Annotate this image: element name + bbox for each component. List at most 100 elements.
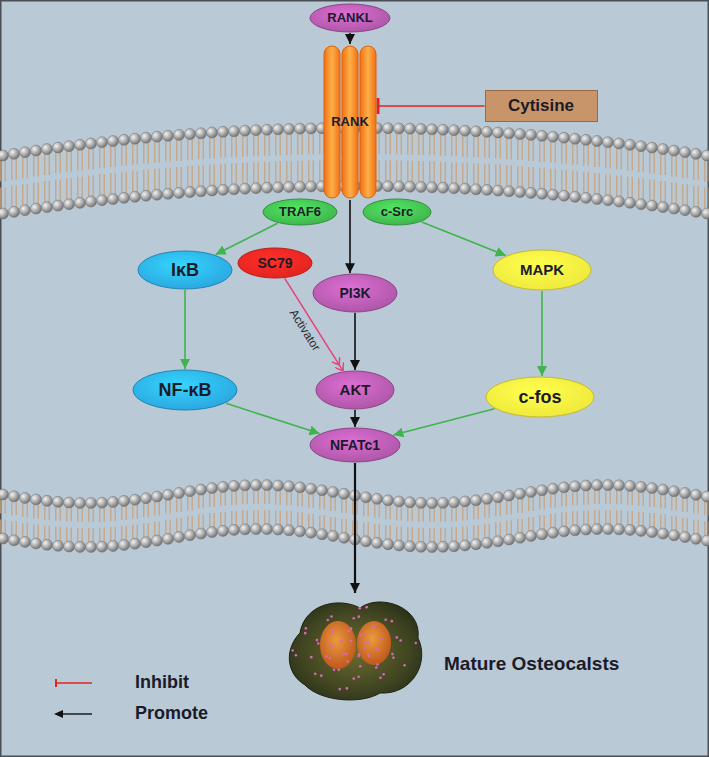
lipid-tail <box>236 511 237 525</box>
node-label: Cytisine <box>508 96 574 116</box>
lipid-tail <box>621 490 622 504</box>
granule <box>345 652 348 655</box>
lipid-tail <box>209 165 210 186</box>
lipid-tail <box>638 151 639 172</box>
granule <box>332 629 335 632</box>
lipid-tail <box>528 497 529 511</box>
lipid-head <box>64 141 75 152</box>
lipid-tail <box>302 161 303 182</box>
factor-node: c-fos <box>485 376 595 418</box>
lipid-tail <box>247 510 248 524</box>
lipid-tail <box>544 515 545 529</box>
lipid-tail <box>115 146 116 167</box>
connector-arrow <box>349 200 351 273</box>
lipid-tail <box>379 504 380 518</box>
lipid-tail <box>258 490 259 504</box>
lipid-tail <box>231 511 232 525</box>
lipid-tail <box>434 161 435 182</box>
lipid-tail <box>319 160 320 181</box>
lipid-tail <box>390 133 391 154</box>
lipid-head <box>537 188 548 199</box>
lipid-head <box>251 183 262 194</box>
lipid-head <box>196 186 207 197</box>
lipid-tail <box>313 514 314 528</box>
lipid-head <box>0 208 9 219</box>
lipid-head <box>658 144 669 155</box>
lipid-tail <box>297 161 298 182</box>
lipid-head <box>449 497 460 508</box>
lipid-tail <box>665 515 666 529</box>
lipid-tail <box>104 174 105 195</box>
legend-promote-line <box>62 713 92 714</box>
lipid-tail <box>577 171 578 192</box>
lipid-tail <box>275 161 276 182</box>
lipid-tail <box>77 150 78 171</box>
lipid-head <box>702 535 709 546</box>
lipid-tail <box>544 168 545 189</box>
lipid-tail <box>22 184 23 205</box>
lipid-head <box>438 497 449 508</box>
lipid-tail <box>115 527 116 541</box>
lipid-tail <box>418 134 419 155</box>
lipid-tail <box>698 159 699 180</box>
lipid-tail <box>616 490 617 504</box>
lipid-head <box>482 126 493 137</box>
lipid-tail <box>242 510 243 524</box>
granule <box>352 617 355 620</box>
lipid-head <box>130 133 141 144</box>
lipid-head <box>262 480 273 491</box>
node-ellipse <box>493 250 591 290</box>
lipid-head <box>559 132 570 143</box>
lipid-head <box>460 496 471 507</box>
lipid-tail <box>55 180 56 201</box>
lipid-head <box>328 530 339 541</box>
node-label: PI3K <box>339 285 370 301</box>
lipid-tail <box>643 178 644 199</box>
kinase-node: AKT <box>315 370 395 410</box>
lipid-tail <box>456 162 457 183</box>
lipid-tail <box>126 172 127 193</box>
lipid-tail <box>500 165 501 186</box>
lipid-tail <box>302 512 303 526</box>
lipid-head <box>603 137 614 148</box>
lipid-tail <box>313 133 314 154</box>
lipid-tail <box>286 511 287 525</box>
lipid-tail <box>539 168 540 189</box>
node-label: RANK <box>331 115 369 130</box>
lipid-head <box>75 541 86 552</box>
lipid-tail <box>291 134 292 155</box>
lipid-head <box>130 191 141 202</box>
lipid-tail <box>11 521 12 535</box>
lipid-tail <box>583 491 584 505</box>
lipid-tail <box>456 507 457 521</box>
lipid-head <box>394 181 405 192</box>
granule <box>338 669 341 672</box>
lipid-tail <box>352 521 353 535</box>
lipid-tail <box>528 140 529 161</box>
lipid-tail <box>247 136 248 157</box>
lipid-tail <box>638 492 639 506</box>
lipid-head <box>691 489 702 500</box>
lipid-tail <box>181 498 182 512</box>
lipid-tail <box>517 499 518 513</box>
lipid-head <box>185 187 196 198</box>
kinase-node: PI3K <box>312 273 398 313</box>
lipid-tail <box>214 493 215 507</box>
lipid-tail <box>27 523 28 537</box>
connector-arrow <box>354 313 356 370</box>
lipid-head <box>526 129 537 140</box>
granule <box>358 607 361 610</box>
lipid-head <box>669 530 680 541</box>
lipid-tail <box>621 510 622 524</box>
node-label: c-Src <box>381 205 414 220</box>
lipid-head <box>141 190 152 201</box>
connector-arrow <box>349 33 351 44</box>
lipid-tail <box>594 510 595 524</box>
lipid-head <box>20 147 31 158</box>
lipid-head <box>306 181 317 192</box>
lipid-tail <box>610 147 611 168</box>
lipid-tail <box>148 523 149 537</box>
lipid-tail <box>165 520 166 534</box>
lipid-tail <box>324 495 325 509</box>
granule <box>367 641 370 644</box>
